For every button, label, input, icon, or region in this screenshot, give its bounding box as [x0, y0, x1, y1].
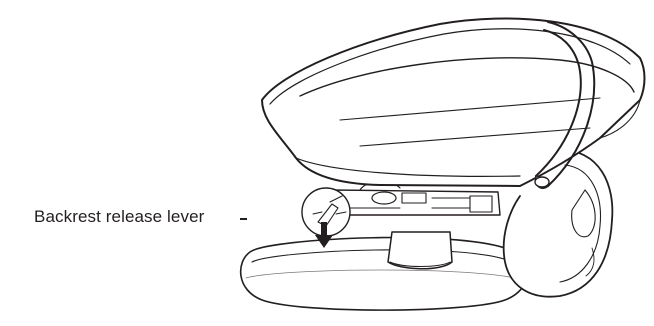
callout-leader-line: [240, 218, 247, 220]
pedestal-column: [388, 232, 452, 269]
callout-label: Backrest release lever: [34, 207, 204, 227]
base-disc: [241, 238, 528, 311]
